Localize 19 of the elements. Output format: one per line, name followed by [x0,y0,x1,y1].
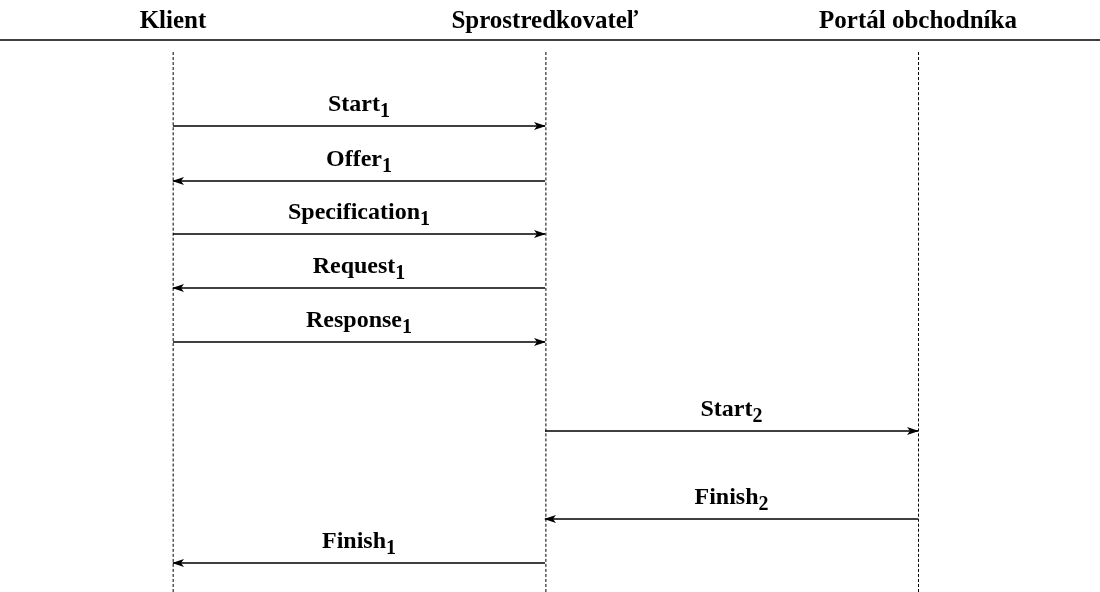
message-arrow [172,338,546,346]
participant-label: Klient [139,6,207,34]
message-arrow [544,515,919,523]
message-label: Finish$_{2}$ [694,484,769,513]
message-label: Start$_{2}$ [700,396,763,425]
message-arrow [172,122,546,130]
message-label: Response$_{1}$ [306,307,412,336]
message-label: Finish$_{1}$ [322,528,396,557]
message-label: Offer$_{1}$ [326,146,392,175]
message-arrow [172,230,546,238]
participant-label: Portál obchodníka [819,6,1017,34]
message-label: Request$_{1}$ [312,253,406,282]
participant-label: Sprostredkovateľ [451,6,639,34]
message-arrow [172,559,546,567]
message-label: Specification$_{1}$ [288,199,430,228]
message-arrow [172,177,546,185]
message-label: Start$_{1}$ [328,91,390,120]
message-arrow [544,427,919,435]
message-arrow [172,284,546,292]
